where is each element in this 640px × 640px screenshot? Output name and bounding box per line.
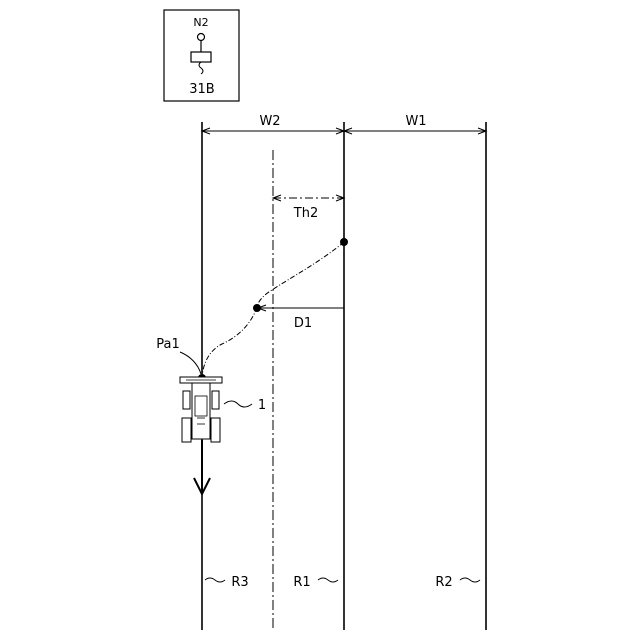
terminal-box: N2 31B xyxy=(164,10,239,101)
th2-label: Th2 xyxy=(293,206,318,221)
vehicle-leader xyxy=(224,401,252,407)
r2-leader xyxy=(460,578,480,582)
d1-label: D1 xyxy=(294,316,312,331)
r2-label: R2 xyxy=(435,575,452,590)
tractor-icon xyxy=(180,377,222,442)
vehicle-ref-label: 1 xyxy=(258,398,266,413)
pa1-label: Pa1 xyxy=(156,337,180,352)
r3-label: R3 xyxy=(231,575,248,590)
node-label: N2 xyxy=(193,16,208,29)
r3-leader xyxy=(205,578,225,582)
antenna-icon xyxy=(191,34,211,75)
w1-label: W1 xyxy=(405,114,426,129)
route-point-start xyxy=(340,238,348,246)
route-point-mid xyxy=(253,304,261,312)
r1-leader xyxy=(318,578,338,582)
r1-label: R1 xyxy=(293,575,310,590)
pa1-leader xyxy=(180,352,201,374)
w2-label: W2 xyxy=(259,114,280,129)
unit-label: 31B xyxy=(189,82,214,97)
